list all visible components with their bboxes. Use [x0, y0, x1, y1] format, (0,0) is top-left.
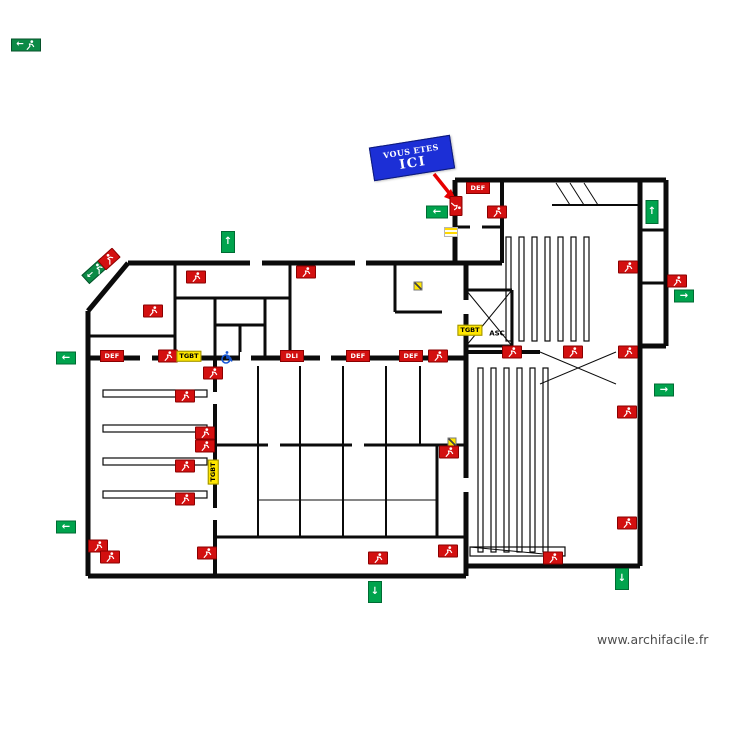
- emergency-exit-sign: [428, 349, 448, 363]
- emergency-exit-sign: [543, 551, 563, 565]
- emergency-exit-sign: [667, 274, 687, 288]
- emergency-exit-sign: [143, 304, 163, 318]
- emergency-exit-sign: [175, 459, 195, 473]
- safety-label-sign: DEF: [346, 350, 370, 362]
- evacuation-direction-sign: ↑: [221, 231, 235, 253]
- emergency-exit-sign: [203, 366, 223, 380]
- electrical-panel-label: TGBT: [207, 459, 219, 485]
- emergency-exit-sign: [618, 260, 638, 274]
- evacuation-direction-sign: ↓: [615, 568, 629, 590]
- emergency-exit-sign: [487, 205, 507, 219]
- emergency-exit-sign: [88, 539, 108, 553]
- emergency-exit-sign: [175, 492, 195, 506]
- door-openings: [140, 222, 482, 520]
- emergency-exit-sign: [175, 389, 195, 403]
- emergency-exit-sign: [439, 445, 459, 459]
- evacuation-direction-sign: ←: [56, 520, 76, 534]
- safety-label-sign: DEF: [100, 350, 124, 362]
- emergency-exit-sign: [100, 550, 120, 564]
- elevator-label: ASC: [489, 329, 505, 338]
- evacuation-direction-sign: ←: [426, 205, 448, 219]
- emergency-exit-sign: [617, 516, 637, 530]
- emergency-exit-sign: [195, 426, 215, 440]
- evacuation-direction-sign: →: [654, 383, 674, 397]
- safety-label-sign: DEF: [466, 182, 490, 194]
- emergency-exit-sign: [186, 270, 206, 284]
- emergency-exit-sign: [368, 551, 388, 565]
- watermark: www.archifacile.fr: [597, 632, 709, 647]
- evacuation-exit-sign: ←: [81, 257, 109, 285]
- safety-label-sign: DLI: [280, 350, 304, 362]
- electrical-panel-label: TGBT: [457, 324, 483, 336]
- light-fixture-symbol: [413, 281, 423, 291]
- emergency-exit-sign: [197, 546, 217, 560]
- shelving-rows: [102, 236, 590, 557]
- evacuation-exit-sign: ←: [11, 38, 41, 52]
- electrical-panel-label: TGBT: [176, 350, 202, 362]
- emergency-exit-sign: [158, 349, 178, 363]
- safety-label-sign: DEF: [399, 350, 423, 362]
- banner-line2: ICI: [398, 153, 428, 173]
- evacuation-direction-sign: ←: [56, 351, 76, 365]
- emergency-exit-sign: [449, 196, 463, 216]
- evacuation-direction-sign: →: [674, 289, 694, 303]
- emergency-exit-sign: [195, 439, 215, 453]
- stairs-marker: [444, 227, 458, 237]
- emergency-exit-sign: [618, 345, 638, 359]
- emergency-exit-sign: [97, 247, 121, 271]
- handicap-accessibility-icon: [219, 350, 234, 365]
- evacuation-direction-sign: ↓: [368, 581, 382, 603]
- emergency-exit-sign: [296, 265, 316, 279]
- emergency-exit-sign: [502, 345, 522, 359]
- evacuation-direction-sign: ↑: [645, 200, 659, 224]
- emergency-exit-sign: [617, 405, 637, 419]
- emergency-exit-sign: [438, 544, 458, 558]
- emergency-exit-sign: [563, 345, 583, 359]
